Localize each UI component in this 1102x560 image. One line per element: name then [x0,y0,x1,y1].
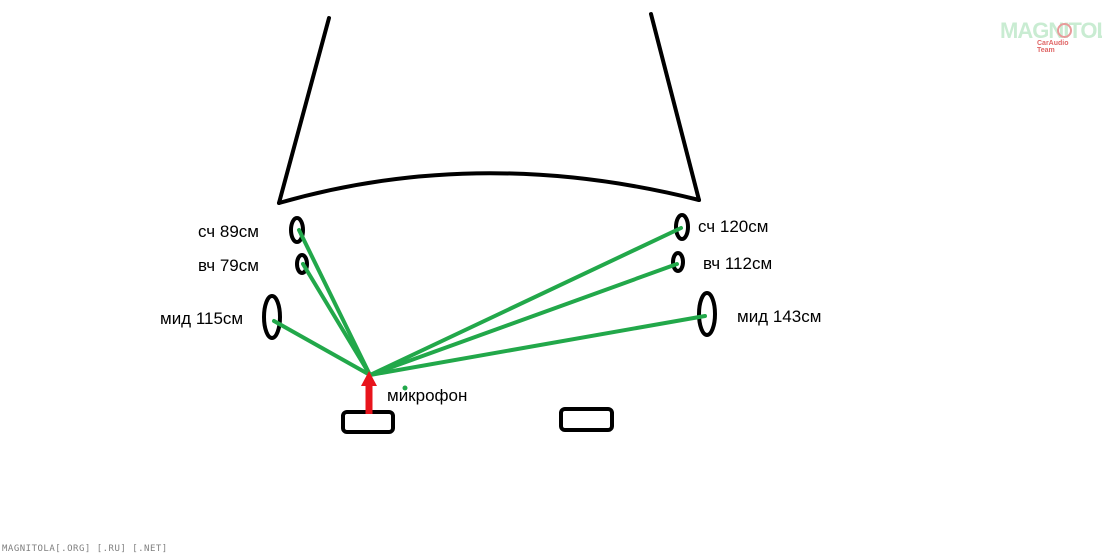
windshield-left-pillar [277,16,331,205]
left-mid-freq-speaker [289,216,305,244]
label-microphone: микрофон [387,386,468,405]
line-right-midbass [368,314,707,377]
windshield-dashboard-curve [277,171,701,205]
line-left-midbass [272,319,372,377]
driver-seat [341,410,395,434]
label-right-midbass: мид 143см [737,307,822,326]
microphone-label-dot [402,385,408,391]
line-left-tweeter [301,262,372,377]
line-right-mid-freq [368,226,683,377]
label-left-tweeter: вч 79см [198,256,259,275]
passenger-seat [559,407,614,432]
right-mid-freq-speaker [674,213,690,241]
line-right-tweeter [368,262,679,377]
windshield-outline [277,12,701,205]
seats [341,407,614,434]
label-right-mid-freq: сч 120см [698,217,769,236]
footer-watermark: MAGNITOLA[.ORG] [.RU] [.NET] [2,544,168,554]
left-midbass-speaker [262,294,282,340]
logo-ring-icon [1057,23,1072,38]
windshield-right-pillar [649,12,701,202]
line-left-mid-freq [297,228,372,377]
magnitola-logo: MAGNITOLA CarAudio Team [1000,20,1102,55]
microphone-arrow [361,371,377,414]
logo-subtitle: CarAudio Team [1037,40,1069,54]
speakers-right [671,213,717,337]
label-left-midbass: мид 115см [160,309,244,328]
right-tweeter-speaker [671,251,685,273]
right-midbass-speaker [697,291,717,337]
label-right-tweeter: вч 112см [703,254,773,273]
label-left-mid-freq: сч 89см [198,222,259,241]
speakers-left [262,216,309,340]
measurement-lines [272,226,707,377]
left-tweeter-speaker [295,253,309,275]
microphone-arrow-head [361,371,377,386]
logo-text: MAGNITOLA [1000,18,1102,43]
